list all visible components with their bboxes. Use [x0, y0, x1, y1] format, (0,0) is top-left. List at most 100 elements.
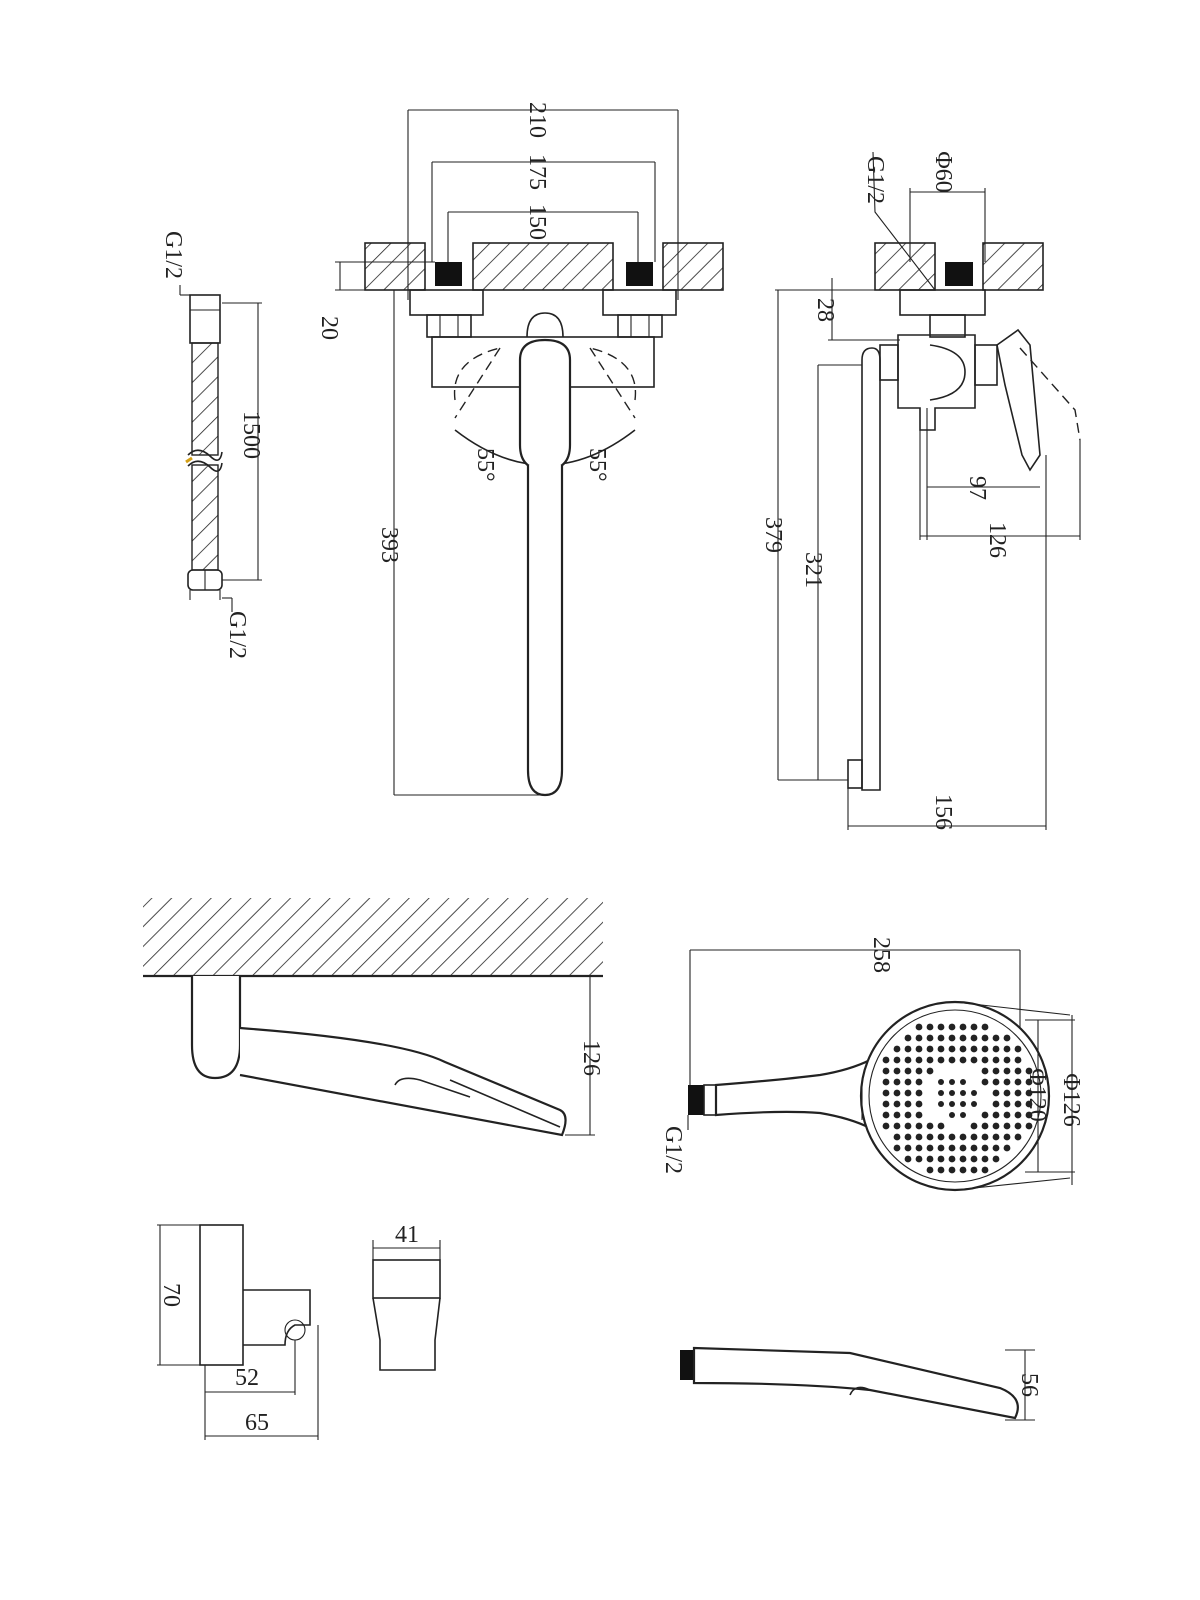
- side-handle-outer-label: 126: [984, 522, 1010, 558]
- nozzle-dot: [992, 1056, 1000, 1064]
- nozzle-dot: [948, 1023, 956, 1031]
- nozzle-dot: [904, 1133, 912, 1141]
- front-width-outer-label: 210: [524, 102, 550, 138]
- nozzle-dot: [1025, 1067, 1033, 1075]
- nozzle-dot: [948, 1034, 956, 1042]
- nozzle-dot: [915, 1056, 923, 1064]
- nozzle-dot: [915, 1067, 923, 1075]
- nozzle-dot: [948, 1155, 956, 1163]
- hose-view: 1500 G1/2 G1/2: [160, 231, 264, 659]
- nozzle-dot: [970, 1034, 978, 1042]
- nozzle-dot: [981, 1133, 989, 1141]
- nozzle-dot: [893, 1100, 901, 1108]
- nozzle-dot: [948, 1166, 956, 1174]
- side-wall-gap-label: 28: [812, 298, 838, 322]
- nozzle-dot: [937, 1133, 945, 1141]
- nozzle-dot: [938, 1101, 944, 1107]
- holder-height-label: 70: [158, 1283, 184, 1307]
- nozzle-dot: [948, 1133, 956, 1141]
- nozzle-dot: [893, 1133, 901, 1141]
- front-angle-right-label: 55°: [584, 448, 610, 482]
- nozzle-dot: [992, 1144, 1000, 1152]
- nozzle-dot: [992, 1034, 1000, 1042]
- nozzle-dot: [915, 1045, 923, 1053]
- nozzle-dot: [992, 1100, 1000, 1108]
- nozzle-dot: [893, 1067, 901, 1075]
- nozzle-dot: [1014, 1122, 1022, 1130]
- nozzle-dot: [893, 1144, 901, 1152]
- nozzle-dot: [904, 1111, 912, 1119]
- nozzle-dot: [948, 1056, 956, 1064]
- nozzle-dot: [970, 1045, 978, 1053]
- nozzle-dot: [937, 1155, 945, 1163]
- spout-height-label: 126: [578, 1040, 604, 1076]
- nozzle-dot: [893, 1045, 901, 1053]
- nozzle-dot: [981, 1034, 989, 1042]
- nozzle-dot: [981, 1023, 989, 1031]
- nozzle-dot: [926, 1144, 934, 1152]
- nozzle-dot: [1003, 1122, 1011, 1130]
- nozzle-dot: [937, 1034, 945, 1042]
- hose-thread-top-label: G1/2: [160, 231, 186, 279]
- front-wall-offset-label: 20: [316, 316, 342, 340]
- nozzle-dot: [959, 1155, 967, 1163]
- handshower-side-view: 56: [680, 1346, 1042, 1421]
- mixer-side-view: Φ60 G1/2 28 379 321 97 126: [760, 151, 1081, 830]
- nozzle-dot: [959, 1144, 967, 1152]
- nozzle-dot: [893, 1056, 901, 1064]
- nozzle-dot: [992, 1045, 1000, 1053]
- nozzle-dot: [926, 1045, 934, 1053]
- nozzle-dot: [981, 1067, 989, 1075]
- nozzle-dot: [1014, 1067, 1022, 1075]
- nozzle-dot: [904, 1078, 912, 1086]
- nozzle-dot: [992, 1067, 1000, 1075]
- nozzle-dot: [915, 1034, 923, 1042]
- nozzle-dot: [937, 1056, 945, 1064]
- nozzle-dot: [970, 1056, 978, 1064]
- nozzle-dot: [882, 1122, 890, 1130]
- nozzle-dot: [915, 1100, 923, 1108]
- nozzle-dot: [926, 1166, 934, 1174]
- side-handle-inner-label: 97: [964, 476, 990, 500]
- nozzle-dot: [1014, 1078, 1022, 1086]
- nozzle-dot: [970, 1122, 978, 1130]
- holder-width-label: 41: [395, 1222, 419, 1248]
- nozzle-dot: [904, 1155, 912, 1163]
- nozzle-dot: [1003, 1111, 1011, 1119]
- handshower-front-view: 258 Φ120 Φ126 G1/2: [660, 937, 1084, 1192]
- nozzle-dot: [970, 1155, 978, 1163]
- nozzle-dot: [981, 1111, 989, 1119]
- nozzle-dot: [981, 1056, 989, 1064]
- nozzle-dot: [992, 1078, 1000, 1086]
- nozzle-dot: [904, 1100, 912, 1108]
- nozzle-dot: [1025, 1122, 1033, 1130]
- nozzle-dot: [1003, 1034, 1011, 1042]
- nozzle-dot: [904, 1122, 912, 1130]
- nozzle-dot: [960, 1101, 966, 1107]
- handshower-thickness-label: 56: [1016, 1373, 1042, 1397]
- nozzle-dot: [893, 1089, 901, 1097]
- nozzle-dot: [981, 1045, 989, 1053]
- nozzle-dot: [893, 1122, 901, 1130]
- nozzle-dot: [937, 1023, 945, 1031]
- nozzle-dot: [949, 1101, 955, 1107]
- nozzle-dot: [960, 1079, 966, 1085]
- nozzle-dot: [915, 1122, 923, 1130]
- front-height-label: 393: [376, 527, 402, 563]
- nozzle-dot: [1025, 1111, 1033, 1119]
- nozzle-dot: [904, 1089, 912, 1097]
- nozzle-dot: [1003, 1078, 1011, 1086]
- nozzle-dot: [926, 1067, 934, 1075]
- nozzle-dot: [915, 1144, 923, 1152]
- nozzle-dot: [1014, 1089, 1022, 1097]
- nozzle-dot: [926, 1133, 934, 1141]
- nozzle-dot: [970, 1023, 978, 1031]
- nozzle-dot: [981, 1155, 989, 1163]
- nozzle-dot: [904, 1056, 912, 1064]
- nozzle-dot: [1014, 1056, 1022, 1064]
- hose-coil: [185, 342, 223, 571]
- nozzle-dot: [959, 1133, 967, 1141]
- nozzle-dot: [992, 1111, 1000, 1119]
- holder-side-view: 70 52 65: [157, 1224, 319, 1440]
